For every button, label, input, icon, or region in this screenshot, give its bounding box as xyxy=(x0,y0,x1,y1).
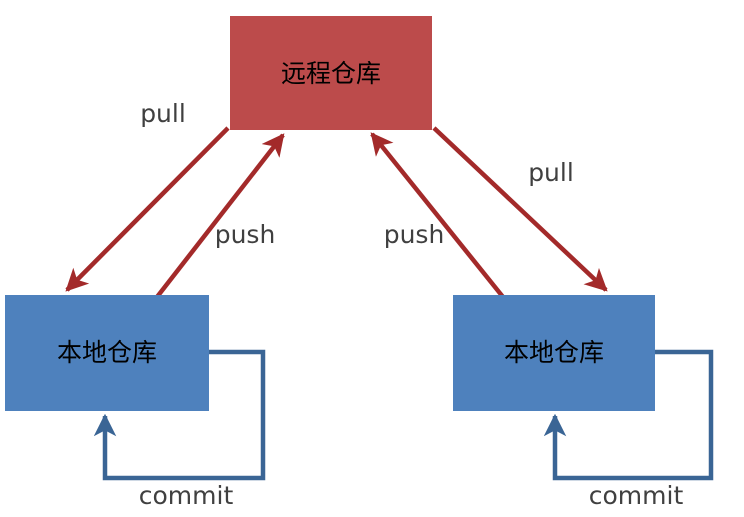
remote-repository-label: 远程仓库 xyxy=(281,59,381,88)
local-repository-left-label: 本地仓库 xyxy=(57,338,157,367)
local-repository-right-box[interactable] xyxy=(453,295,655,411)
edge-label-pull-left: pull xyxy=(140,99,186,128)
push-right-path xyxy=(370,132,505,299)
edge-label-commit-left: commit xyxy=(139,481,234,510)
edge-label-push-right: push xyxy=(384,220,445,249)
edge-push-left: push xyxy=(155,133,285,299)
edge-label-commit-right: commit xyxy=(589,481,684,510)
remote-repository-box[interactable] xyxy=(230,16,432,130)
edge-commit-right: commit xyxy=(543,349,714,510)
commit-left-path xyxy=(93,349,266,481)
node-local-repository-right[interactable]: 本地仓库 xyxy=(453,295,655,411)
local-repository-right-label: 本地仓库 xyxy=(504,338,604,367)
edge-label-pull-right: pull xyxy=(528,158,574,187)
push-left-path xyxy=(155,133,285,299)
node-remote-repository[interactable]: 远程仓库 xyxy=(230,16,432,130)
local-repository-left-box[interactable] xyxy=(5,295,209,411)
pull-right-path xyxy=(432,126,608,292)
pull-left-path xyxy=(65,126,230,292)
edge-push-right: push xyxy=(370,132,505,299)
edge-pull-left: pull xyxy=(65,99,230,292)
edge-commit-left: commit xyxy=(93,349,266,510)
edge-pull-right: pull xyxy=(432,126,608,292)
node-local-repository-left[interactable]: 本地仓库 xyxy=(5,295,209,411)
edge-label-push-left: push xyxy=(215,220,276,249)
commit-right-path xyxy=(543,349,714,481)
